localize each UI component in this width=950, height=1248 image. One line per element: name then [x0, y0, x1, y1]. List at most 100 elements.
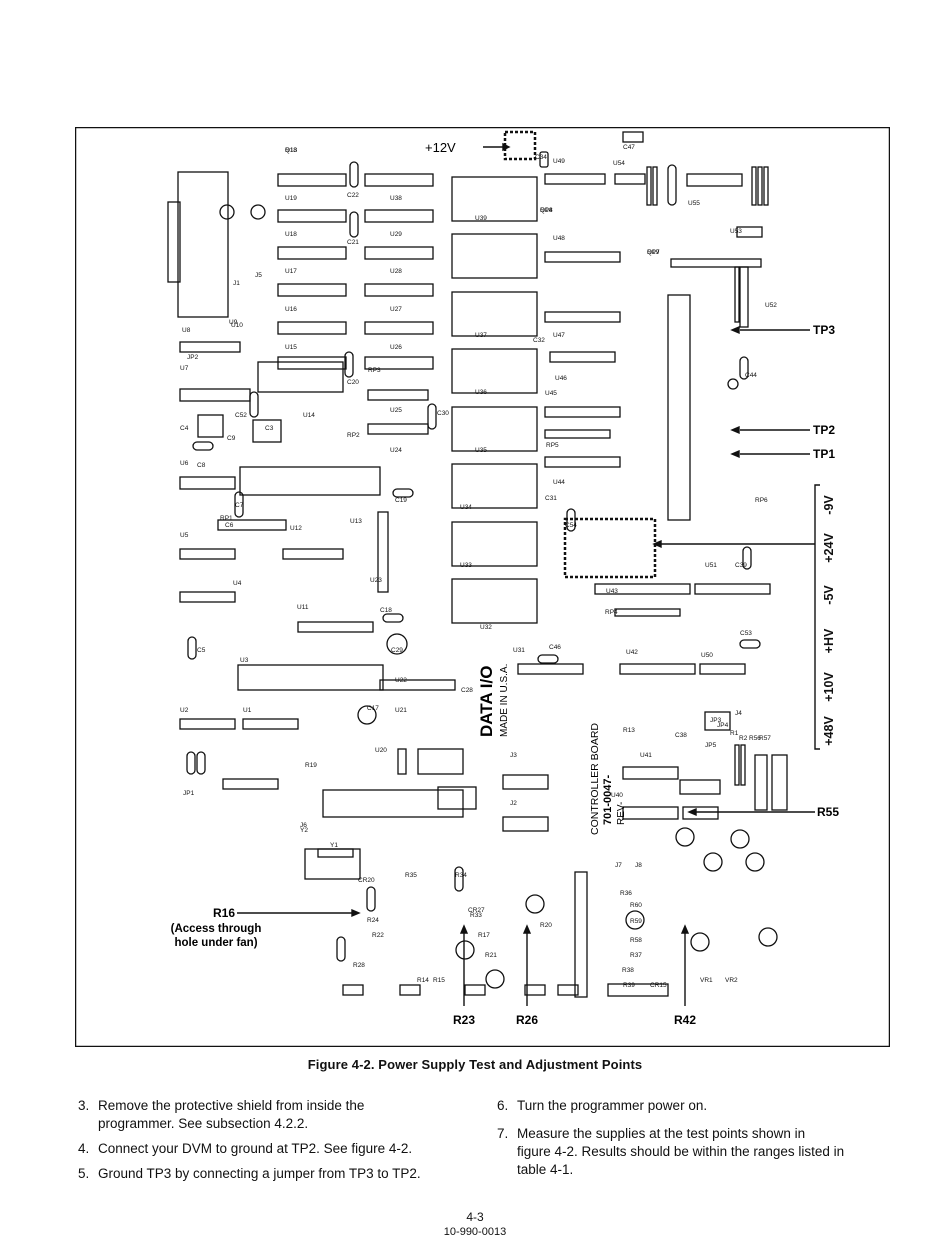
chip-label: U45 — [545, 390, 557, 397]
part-label: R38 — [622, 967, 634, 974]
part-label: RP2 — [347, 432, 360, 439]
chip-label: U46 — [555, 375, 567, 382]
part-label: C19 — [395, 497, 407, 504]
chip-label: U9 — [229, 319, 238, 326]
part-label: R57 — [759, 735, 771, 742]
part-label: VR1 — [700, 977, 713, 984]
part-label: R21 — [485, 952, 497, 959]
chip-label: U39 — [475, 215, 487, 222]
r16-note-line2: hole under fan) — [174, 937, 257, 949]
chip-label: U38 — [390, 195, 402, 202]
part-label: R39 — [623, 982, 635, 989]
part-label: C32 — [533, 337, 545, 344]
component-labels: U19U18U17U16U15U38U29U28U27U26U25U24U39U… — [180, 144, 777, 989]
part-label: J1 — [233, 280, 240, 287]
supply-rail-label: +24V — [822, 533, 836, 563]
chip-label: U7 — [180, 365, 189, 372]
chip-label: U10 — [231, 322, 243, 329]
chip-label: U54 — [613, 160, 625, 167]
controller-board-diagram: U19U18U17U16U15U38U29U28U27U26U25U24U39U… — [75, 127, 890, 1047]
plus12v-callout: +12V — [425, 140, 456, 155]
part-label: RP4 — [605, 609, 618, 616]
part-label: C52 — [235, 412, 247, 419]
instruction-step: 7.Measure the supplies at the test point… — [497, 1125, 897, 1179]
chip-label: U28 — [390, 268, 402, 275]
chip-label: U21 — [395, 707, 407, 714]
board-components — [167, 130, 788, 998]
part-label: RP7 — [647, 249, 660, 256]
chip-label: U43 — [606, 588, 618, 595]
chip-label: U12 — [290, 525, 302, 532]
chip-label: U32 — [480, 624, 492, 631]
document-number: 10-990-0013 — [443, 1226, 507, 1238]
chip-label: U18 — [285, 231, 297, 238]
part-label: R17 — [478, 932, 490, 939]
part-label: R33 — [470, 912, 482, 919]
supply-rail-label: +10V — [822, 672, 836, 702]
part-label: Y1 — [330, 842, 338, 849]
part-label: R58 — [630, 937, 642, 944]
board-name: CONTROLLER BOARD — [589, 723, 601, 835]
part-label: R35 — [405, 872, 417, 879]
figure-caption: Figure 4-2. Power Supply Test and Adjust… — [307, 1057, 643, 1072]
part-label: R20 — [540, 922, 552, 929]
part-label: C54 — [565, 522, 577, 529]
instruction-step: 6.Turn the programmer power on. — [497, 1097, 897, 1115]
r26-callout: R26 — [516, 1013, 538, 1027]
part-label: C7 — [235, 502, 244, 509]
step-text: Measure the supplies at the test points … — [517, 1126, 806, 1141]
part-label: JP3 — [710, 717, 722, 724]
part-label: J4 — [735, 710, 742, 717]
part-label: J5 — [255, 272, 262, 279]
chip-label: U42 — [626, 649, 638, 656]
part-label: C47 — [623, 144, 635, 151]
r55-callout: R55 — [817, 805, 839, 819]
chip-label: U31 — [513, 647, 525, 654]
chip-label: U27 — [390, 306, 402, 313]
part-label: C29 — [391, 647, 403, 654]
chip-label: U5 — [180, 532, 189, 539]
chip-label: U2 — [180, 707, 189, 714]
tp3-callout: TP3 — [813, 323, 835, 337]
chip-label: U24 — [390, 447, 402, 454]
board-part-number: 701-0047- — [602, 775, 614, 825]
chip-label: U40 — [611, 792, 623, 799]
chip-label: U23 — [370, 577, 382, 584]
part-label: R13 — [623, 727, 635, 734]
part-label: J7 — [615, 862, 622, 869]
chip-label: U37 — [475, 332, 487, 339]
part-label: C3 — [265, 425, 274, 432]
part-label: Q13 — [285, 147, 298, 154]
step-text: programmer. See subsection 4.2.2. — [98, 1116, 309, 1131]
part-label: VR2 — [725, 977, 738, 984]
r42-callout: R42 — [674, 1013, 696, 1027]
part-label: JP4 — [717, 722, 729, 729]
part-label: C8 — [197, 462, 206, 469]
chip-label: U16 — [285, 306, 297, 313]
part-label: R34 — [455, 872, 467, 879]
chip-label: U20 — [375, 747, 387, 754]
part-label: Y2 — [300, 827, 308, 834]
tp2-callout: TP2 — [813, 423, 835, 437]
part-label: R2 — [739, 735, 748, 742]
part-label: J3 — [510, 752, 517, 759]
chip-label: U22 — [395, 677, 407, 684]
tp1-callout: TP1 — [813, 447, 835, 461]
step-text: Remove the protective shield from inside… — [98, 1098, 365, 1113]
step-number: 5. — [78, 1166, 90, 1181]
step-number: 4. — [78, 1141, 90, 1156]
chip-label: U3 — [240, 657, 249, 664]
chip-label: U49 — [553, 158, 565, 165]
part-label: J6 — [300, 822, 307, 829]
part-label: JP5 — [705, 742, 717, 749]
part-label: C30 — [437, 410, 449, 417]
part-label: R60 — [630, 902, 642, 909]
chip-label: U44 — [553, 479, 565, 486]
part-label: C5 — [197, 647, 206, 654]
part-label: JP2 — [187, 354, 199, 361]
chip-label: U8 — [182, 327, 191, 334]
chip-label: U19 — [285, 195, 297, 202]
step-text: table 4-1. — [517, 1162, 574, 1177]
instruction-step: 3.Remove the protective shield from insi… — [78, 1097, 478, 1133]
board-revision: REV- — [616, 802, 627, 825]
